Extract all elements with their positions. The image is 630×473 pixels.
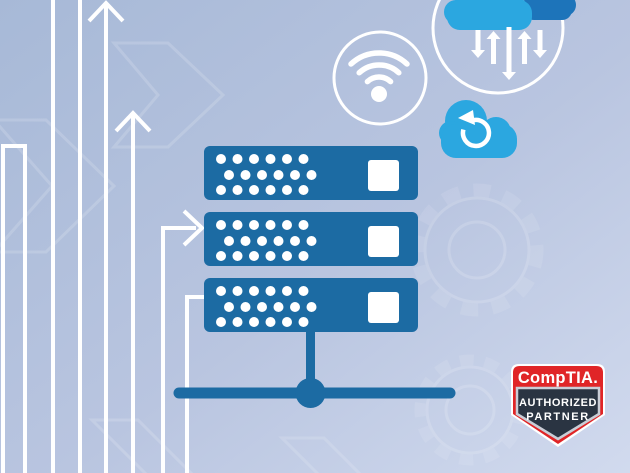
network-node bbox=[295, 378, 326, 408]
transfer-arrows bbox=[471, 27, 547, 80]
transfer-circle-outline bbox=[431, 0, 565, 95]
flow-lines bbox=[1, 0, 206, 473]
server-unit bbox=[204, 146, 418, 200]
elbow-connector bbox=[185, 295, 206, 473]
network-stem bbox=[306, 330, 315, 386]
cloud-data-transfer-icon bbox=[431, 0, 576, 95]
wifi-icon bbox=[332, 30, 428, 126]
wifi-circle-outline bbox=[332, 30, 428, 126]
up-arrow-icon bbox=[87, 0, 125, 473]
chevron-arrow-icon bbox=[110, 41, 226, 149]
bracket-line bbox=[1, 144, 27, 473]
server-stack-icon bbox=[204, 146, 418, 332]
server-unit bbox=[204, 278, 418, 332]
up-arrow-icon bbox=[114, 110, 152, 473]
badge-inner-shield bbox=[515, 386, 601, 441]
back-cloud bbox=[524, 0, 576, 20]
chevron-arrow-icon bbox=[278, 436, 362, 473]
network-hub-icon bbox=[173, 330, 456, 408]
front-cloud bbox=[444, 0, 532, 30]
sync-arrow-arc bbox=[460, 117, 492, 149]
sync-arrow-head bbox=[458, 110, 475, 125]
right-arrow-connector bbox=[161, 209, 205, 473]
cloud-sync-icon bbox=[439, 100, 517, 158]
badge-authorized-text: AUTHORIZED bbox=[519, 397, 597, 409]
server-unit bbox=[204, 212, 418, 266]
wifi-dot bbox=[371, 86, 387, 102]
chevron-arrow-icon bbox=[88, 418, 194, 473]
badge-partner-text: PARTNER bbox=[526, 411, 590, 423]
comptia-logo-text: CompTIA. bbox=[518, 369, 598, 387]
comptia-partner-badge: CompTIA. AUTHORIZED PARTNER bbox=[511, 364, 605, 447]
